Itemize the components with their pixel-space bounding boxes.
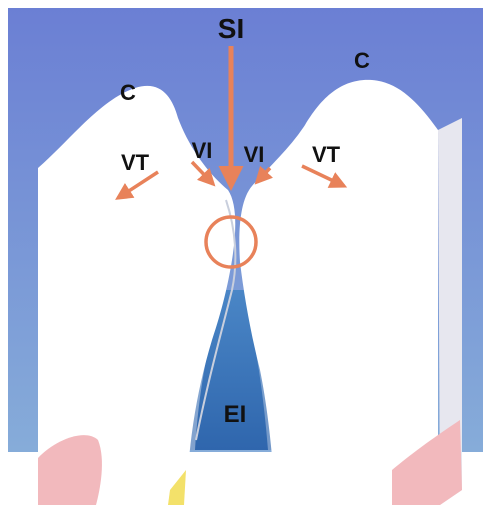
- label-vt-left: VT: [121, 150, 150, 175]
- label-vi-left: VI: [192, 138, 213, 163]
- label-si: SI: [218, 13, 244, 44]
- label-vt-right: VT: [312, 142, 341, 167]
- label-c-right: C: [354, 48, 370, 73]
- label-c-left: C: [120, 80, 136, 105]
- label-ei: EI: [224, 401, 247, 428]
- label-vi-right: VI: [244, 142, 265, 167]
